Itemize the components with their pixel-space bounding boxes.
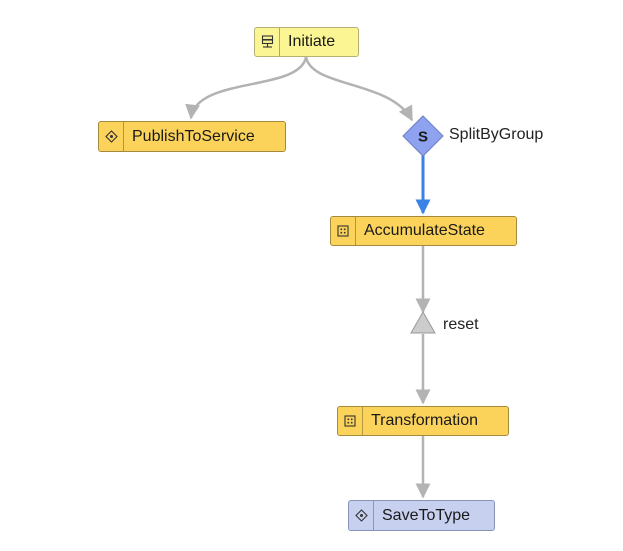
split-node[interactable]: S: [402, 115, 444, 157]
node-publish-to-service-label: PublishToService: [132, 127, 255, 145]
node-initiate-label: Initiate: [288, 33, 336, 50]
join-label: reset: [443, 316, 479, 333]
server-icon: [255, 28, 280, 56]
join-triangle-shape: [410, 310, 436, 334]
node-accumulate-state[interactable]: AccumulateState: [330, 216, 517, 246]
split-diamond-shape: [402, 115, 444, 157]
node-transformation-label: Transformation: [371, 412, 478, 429]
join-node[interactable]: [410, 310, 436, 334]
split-label: SplitByGroup: [449, 126, 544, 143]
split-glyph: S: [418, 129, 428, 146]
grid-square-icon: [331, 217, 356, 245]
edge-initiate-to-publish: [185, 56, 308, 120]
node-save-to-type[interactable]: SaveToType: [348, 500, 495, 531]
edge-initiate-to-split: [304, 56, 414, 122]
node-initiate[interactable]: Initiate: [254, 27, 359, 57]
node-save-to-type-label: SaveToType: [382, 506, 471, 524]
node-accumulate-state-label: AccumulateState: [364, 222, 485, 239]
diamond-target-icon: [349, 501, 374, 530]
node-transformation[interactable]: Transformation: [337, 406, 509, 436]
diamond-target-icon: [99, 122, 124, 151]
grid-square-icon: [338, 407, 363, 435]
node-publish-to-service[interactable]: PublishToService: [98, 121, 286, 152]
